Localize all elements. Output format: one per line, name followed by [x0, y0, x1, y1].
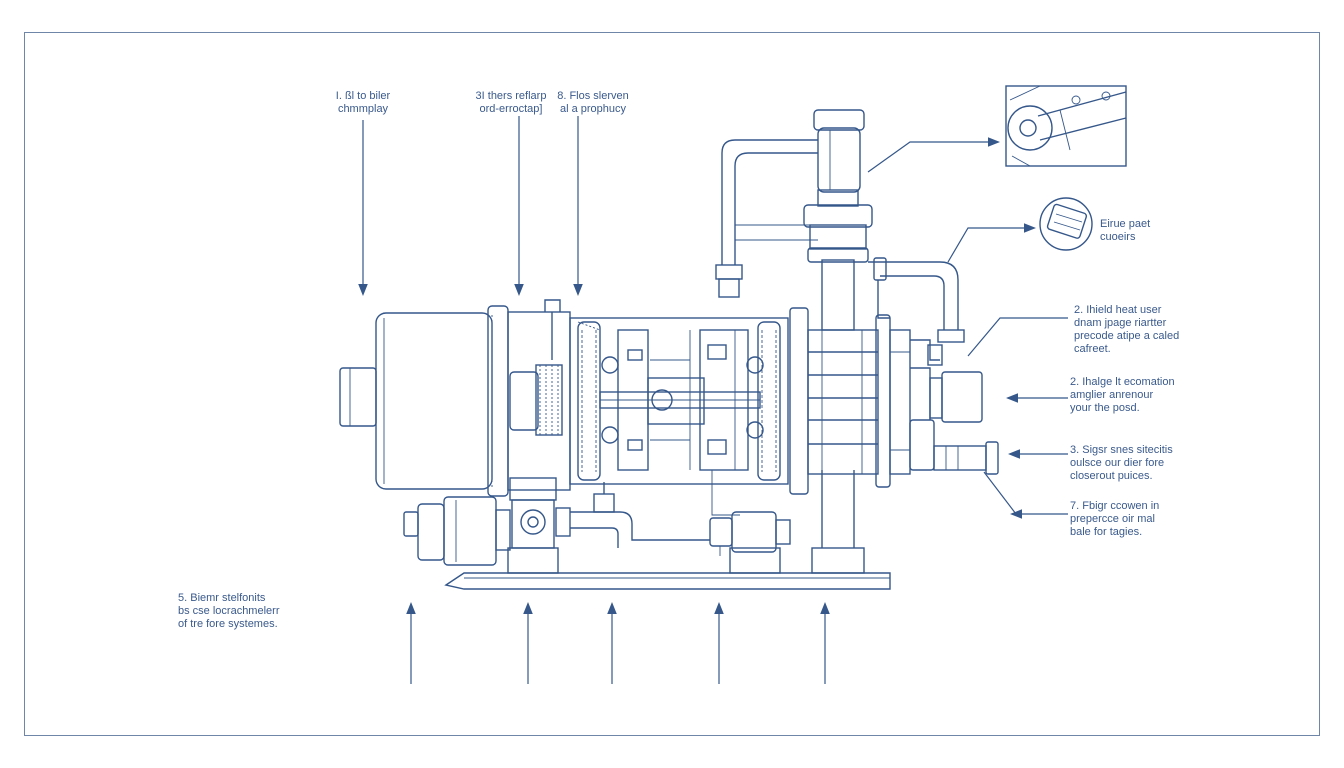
diagram-frame [24, 32, 1320, 736]
callout-right-2a: 2. Ihield heat user dnam jpage riartter … [1074, 304, 1180, 355]
motor-housing [339, 299, 571, 497]
gearbox-section [569, 317, 789, 516]
base-plate [444, 470, 891, 590]
auxiliary-motor [403, 477, 791, 566]
callout-right-7: 7. Fbigr ccowen in prepercce oir mal bal… [1070, 500, 1160, 538]
callout-right-3: 3. Sigsr snes sitecitis oulsce our dier … [1070, 444, 1173, 482]
detail-inset-gauge [1039, 197, 1093, 251]
callout-right-top: Eirue paet cuoeirs [1100, 218, 1151, 243]
callout-leaders [358, 116, 1068, 684]
callout-left-5: 5. Biemr stelfonits bs cse locrachmelerr… [178, 592, 280, 630]
callout-top-3: 8. Flos slerven al a prophucy [557, 90, 629, 115]
callout-top-1: I. ßl to biler chmmplay [335, 90, 391, 115]
detail-inset-valve [1005, 85, 1127, 167]
pump-casing [789, 307, 911, 495]
side-fittings [909, 367, 999, 475]
callout-top-2: 3I thers reflarp ord-erroctap] [475, 90, 547, 115]
callout-right-2b: 2. Ihalge lt ecomation amglier anrenour … [1070, 376, 1175, 414]
elbow-pipe [868, 257, 965, 366]
discharge-column [715, 109, 873, 331]
